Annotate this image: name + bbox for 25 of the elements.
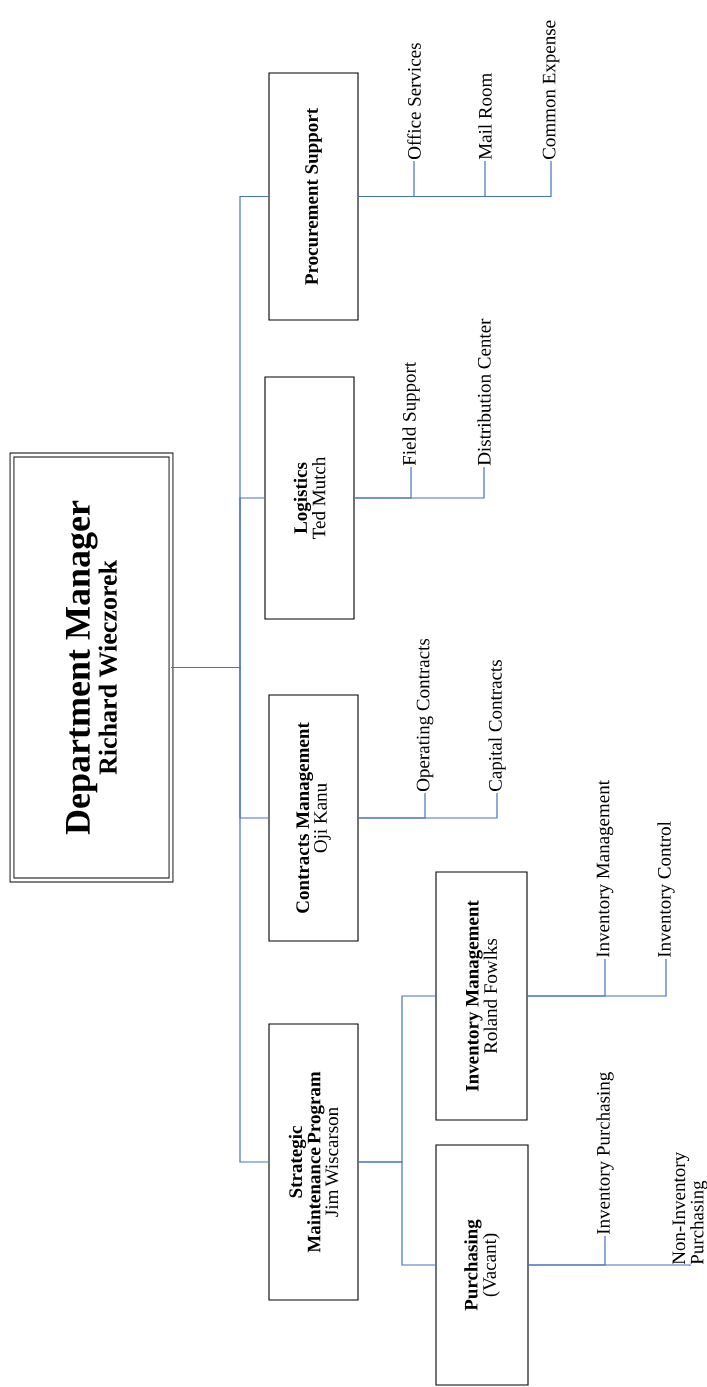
connector-line [357,792,498,819]
unit-label: Mail Room [478,73,492,160]
connector-line [353,466,485,499]
unit-label: Office Services [407,43,421,159]
department-box: Logistics Ted Mutch [264,376,355,620]
manager-box: Department Manager Richard Wieczorek [9,452,174,883]
connector-line [357,160,552,198]
connector-line [527,1264,691,1267]
unit-label: Non-Inventory Purchasing [672,1151,707,1265]
connector-line [170,195,270,669]
department-box: Contracts Management Oji Kanu [268,694,359,942]
department-box: Strategic Maintenance Program Jim Wiscarson [268,1023,359,1301]
unit-label: Inventory Management [596,780,614,958]
department-box: Inventory Management Roland Fowlks [435,871,528,1121]
unit-label: Common Expense [542,20,560,159]
connector-line [526,958,667,997]
unit-label: Capital Contracts [488,660,506,791]
unit-label: Distribution Center [477,318,491,466]
unit-label: Inventory Purchasing [596,1072,614,1235]
department-box: Purchasing (Vacant) [435,1144,529,1386]
unit-label: Operating Contracts [416,638,434,791]
unit-label: Inventory Control [657,821,675,958]
unit-label: Field Support [402,361,420,466]
connector-line [357,995,437,1163]
department-box: Procurement Support [268,72,359,321]
